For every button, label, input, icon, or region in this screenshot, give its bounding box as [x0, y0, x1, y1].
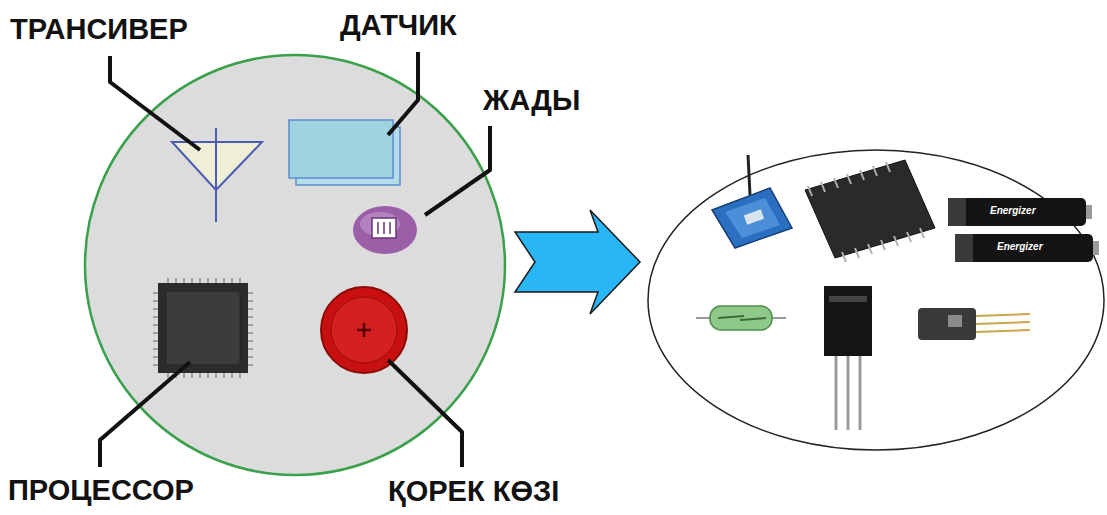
node-circle — [85, 55, 505, 475]
memory-symbol — [353, 206, 417, 254]
reed-switch-photo — [696, 306, 786, 330]
brand-print: Energizer — [997, 241, 1043, 253]
aa-battery-photo — [948, 198, 1099, 262]
brand-print: Energizer — [990, 205, 1036, 217]
antenna-symbol — [172, 128, 262, 222]
transform-arrow — [515, 210, 640, 314]
part-label: ҚОРЕК КӨЗІ — [388, 475, 559, 508]
dip-chip-photo — [805, 160, 935, 262]
leader-lines — [100, 52, 490, 467]
humidity-sensor-photo — [918, 308, 1030, 340]
components-ellipse — [648, 150, 1104, 450]
battery-cell-symbol — [321, 287, 407, 373]
part-label: ТРАНСИВЕР — [10, 13, 188, 46]
part-label: ДАТЧИК — [340, 9, 457, 42]
radio-module-photo — [712, 155, 792, 248]
processor-chip — [153, 278, 253, 378]
part-label: ПРОЦЕССОР — [8, 474, 194, 507]
part-label: ЖАДЫ — [483, 84, 580, 117]
sensor-symbol — [289, 120, 400, 185]
transistor-photo — [824, 286, 872, 430]
